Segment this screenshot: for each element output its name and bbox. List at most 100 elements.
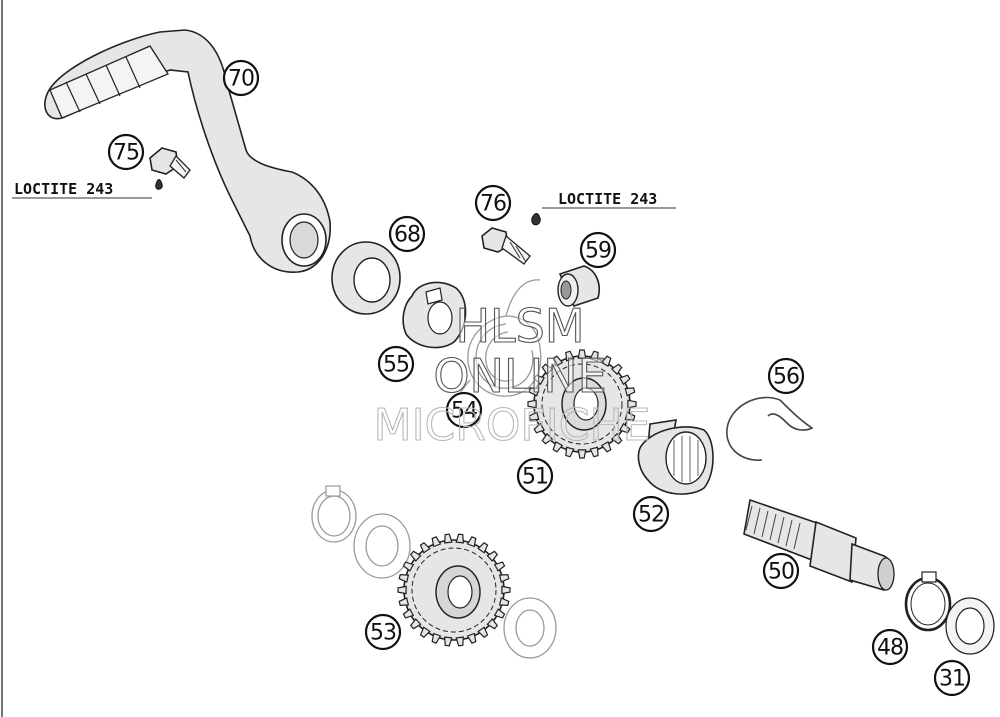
watermark-line-1: HLSM [455,299,584,353]
callout-label-50: 50 [768,560,794,585]
watermark-line-2: ONLINE [433,349,606,403]
bolt-76 [481,213,541,265]
gear-tooth [552,355,564,367]
callout-48: 48 [871,628,909,666]
gear-tooth [477,626,489,638]
gear-tooth [431,632,442,644]
bolt-75 [149,147,191,190]
gear-tooth [501,585,511,595]
gear-tooth [624,387,636,397]
gear-tooth [619,374,631,386]
gear-tooth [444,533,453,544]
callout-70: 70 [222,59,260,97]
loctite-note-right: LOCTITE 243 [542,190,676,209]
ratchet-hub-52 [637,419,714,495]
gear-tooth [493,608,506,619]
gear-tooth [627,399,637,409]
loctite-note-left: LOCTITE 243 [12,180,152,199]
callout-label-52: 52 [638,503,664,528]
gear-tooth [541,432,554,445]
callout-50: 50 [762,552,800,590]
callout-31: 31 [933,659,971,697]
gear-tooth [455,533,464,544]
callout-54: 54 [445,391,483,429]
watermark: HLSM ONLINE MICROFICHE [373,298,651,451]
gear-tooth [398,597,410,607]
gear-tooth [486,550,499,562]
gear-tooth [541,363,554,376]
gear-tooth [493,561,506,572]
gear-tooth [589,446,599,458]
gear-tooth [552,441,564,453]
gear-51-teeth [527,349,637,459]
callout-label-70: 70 [228,67,254,92]
gear-tooth [624,411,636,421]
callout-label-51: 51 [522,465,548,490]
callout-label-55: 55 [383,353,409,378]
callout-76: 76 [474,184,512,222]
callout-label-31: 31 [939,667,965,692]
gear-tooth [498,597,510,607]
callout-56: 56 [767,357,805,395]
washer-31 [945,597,995,655]
callout-51: 51 [516,457,554,495]
gear-tooth [600,441,612,453]
gear-tooth [577,449,587,459]
loctite-drop-left-icon [155,179,163,190]
gear-tooth [565,350,575,362]
gear-tooth [466,536,477,548]
gear-tooth [477,542,489,554]
gear-tooth [527,399,537,409]
gear-tooth [610,363,623,376]
callout-68: 68 [388,215,426,253]
ghost-washer-left [353,513,411,579]
gear-tooth [402,608,415,619]
ghost-washer-right [503,597,557,659]
gear-tooth [589,350,599,362]
gear-tooth [409,618,422,630]
split-sleeve-55 [402,281,467,349]
gear-tooth [431,536,442,548]
callout-label-76: 76 [480,192,506,217]
gear-tooth [600,355,612,367]
callout-label-75: 75 [113,141,139,166]
gear-53-teeth [397,533,511,647]
gear-tooth [565,446,575,458]
gear-tooth [486,618,499,630]
gear-tooth [528,411,540,421]
callout-label-48: 48 [877,636,903,661]
callout-label-53: 53 [370,621,396,646]
wire-clip-56 [726,396,814,461]
loctite-label-left: LOCTITE 243 [14,180,113,198]
gear-51 [533,355,631,453]
gear-tooth [444,636,453,647]
callout-label-68: 68 [394,223,420,248]
callout-label-56: 56 [773,365,799,390]
callout-59: 59 [579,231,617,269]
gear-tooth [533,374,545,386]
idler-gear-53 [403,539,505,641]
seal-ring-68 [331,241,401,315]
gear-tooth [398,573,410,583]
bushing-59 [557,265,600,307]
gear-tooth [419,626,431,638]
gear-tooth [498,573,510,583]
loctite-drop-right-icon [531,213,541,226]
kickstart-lever [44,29,331,273]
gear-tooth [533,422,545,434]
gear-tooth [402,561,415,572]
gear-tooth [455,636,464,647]
gear-tooth [577,349,587,359]
gear-tooth [610,432,623,445]
callout-label-59: 59 [585,239,611,264]
gear-tooth [619,422,631,434]
callout-52: 52 [632,495,670,533]
callout-label-54: 54 [451,399,477,424]
gear-tooth [409,550,422,562]
gear-tooth [528,387,540,397]
gear-tooth [419,542,431,554]
gear-tooth [397,585,407,595]
kickstart-shaft-50 [743,498,895,591]
